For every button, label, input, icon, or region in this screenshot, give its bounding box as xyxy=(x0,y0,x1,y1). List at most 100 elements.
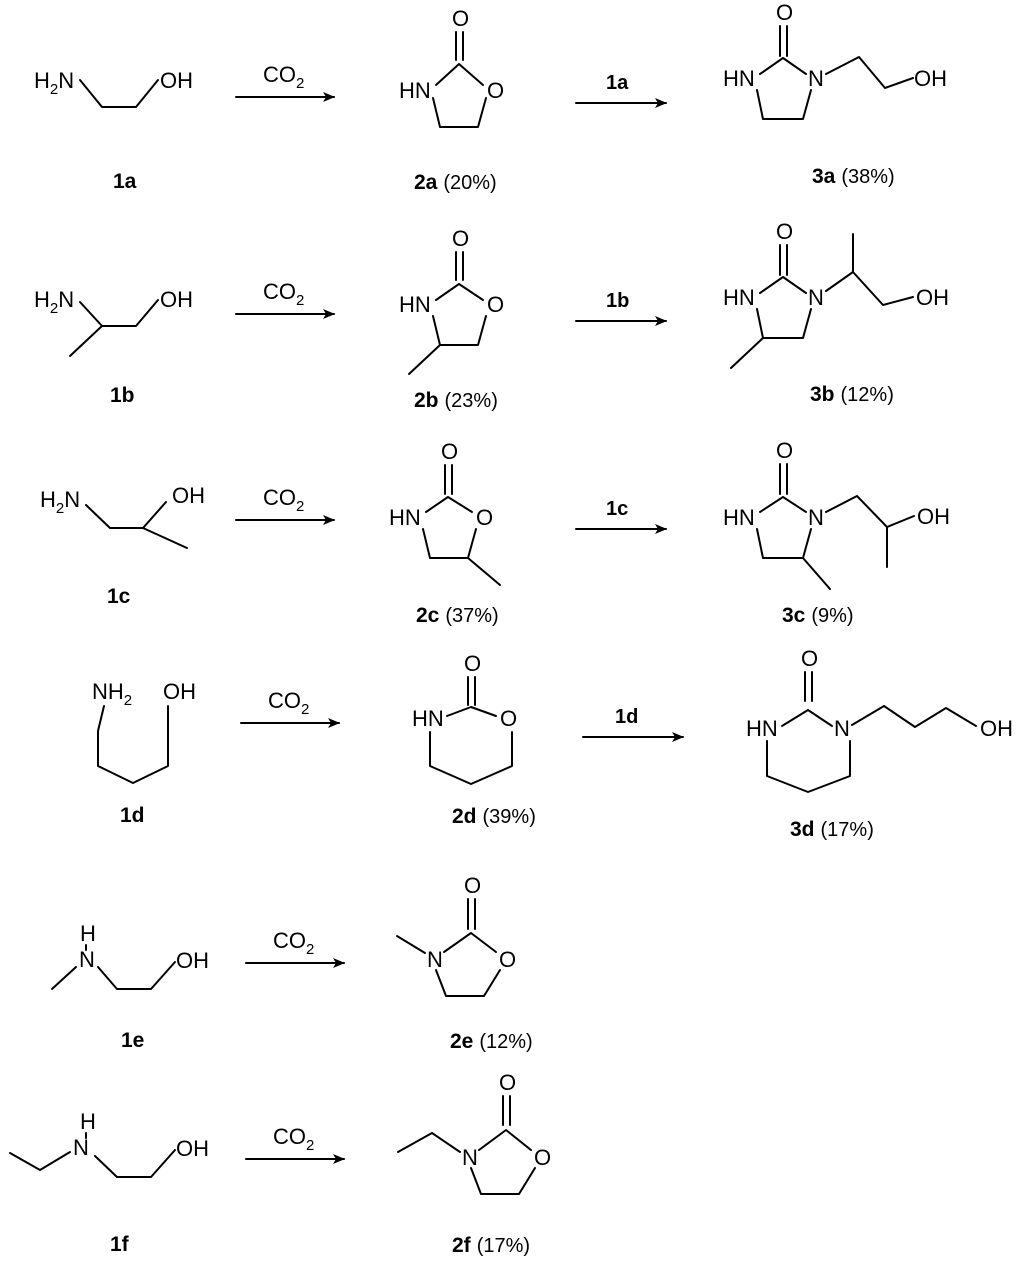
reaction-arrow-amine: 1d xyxy=(582,706,684,742)
compound-2c-structure: O HN O xyxy=(389,439,501,586)
compound-1d-structure: NH2 OH xyxy=(92,679,196,784)
reagent-co2: CO2 xyxy=(263,62,304,92)
reaction-arrow-co2: CO2 xyxy=(235,485,335,525)
svg-text:N: N xyxy=(808,505,824,530)
svg-text:OH: OH xyxy=(917,504,950,529)
svg-text:HN: HN xyxy=(389,505,421,530)
atom-o-ring: O xyxy=(487,78,504,103)
atom-o: O xyxy=(452,6,469,31)
compound-2e-structure: O N O xyxy=(396,873,516,997)
compound-1f-structure: H N OH xyxy=(9,1109,209,1178)
svg-text:HN: HN xyxy=(399,292,431,317)
compound-label-2f: 2f(17%) xyxy=(452,1234,530,1257)
svg-text:HN: HN xyxy=(723,505,755,530)
compound-1e-structure: H N OH xyxy=(51,921,209,990)
compound-label-2a: 2a(20%) xyxy=(414,171,497,194)
atom-oh: OH xyxy=(160,68,193,93)
svg-text:N: N xyxy=(79,947,95,972)
svg-text:N: N xyxy=(73,1135,89,1160)
compound-label-1a: 1a xyxy=(113,170,137,193)
reaction-arrow-co2: CO2 xyxy=(245,1124,345,1164)
svg-text:CO2: CO2 xyxy=(268,688,309,718)
compound-2f-structure: O N O xyxy=(397,1070,551,1195)
svg-text:CO2: CO2 xyxy=(263,279,304,309)
compound-3c-structure: O HN N OH xyxy=(723,438,950,590)
compound-label-1e: 1e xyxy=(121,1029,144,1052)
atom-hn: HN xyxy=(399,78,431,103)
compound-2d-structure: O HN O xyxy=(412,651,517,785)
svg-text:OH: OH xyxy=(163,679,196,704)
svg-text:H2N: H2N xyxy=(40,487,80,517)
svg-text:O: O xyxy=(500,706,517,731)
compound-label-2d: 2d(39%) xyxy=(452,805,536,828)
compound-label-1d: 1d xyxy=(120,804,145,827)
compound-1c-structure: H2N OH xyxy=(40,483,205,549)
compound-1b-structure: H2N OH xyxy=(34,287,193,357)
compound-2b-structure: O HN O xyxy=(399,226,504,375)
reaction-arrow-amine: 1a xyxy=(575,72,667,108)
bond-chain xyxy=(79,79,159,108)
svg-text:OH: OH xyxy=(176,1136,209,1161)
svg-text:H: H xyxy=(80,1109,96,1134)
svg-text:H2N: H2N xyxy=(34,287,74,317)
svg-text:1d: 1d xyxy=(615,706,638,728)
compound-1a-structure: H2N OH xyxy=(34,68,193,108)
svg-text:N: N xyxy=(462,1145,478,1170)
svg-text:HN: HN xyxy=(723,285,755,310)
compound-3a-structure: O HN N OH xyxy=(723,0,947,120)
compound-label-1f: 1f xyxy=(110,1233,130,1256)
svg-text:CO2: CO2 xyxy=(273,1124,314,1154)
svg-text:NH2: NH2 xyxy=(92,679,132,709)
svg-text:O: O xyxy=(464,873,481,898)
compound-label-2e: 2e(12%) xyxy=(450,1030,533,1053)
svg-text:N: N xyxy=(808,66,824,91)
reagent-label: 1a xyxy=(606,72,629,94)
compound-3b-structure: O HN N OH xyxy=(723,219,949,369)
svg-text:OH: OH xyxy=(914,66,947,91)
svg-text:O: O xyxy=(776,438,793,463)
svg-text:O: O xyxy=(776,0,793,25)
reaction-arrow-co2: CO2 xyxy=(245,928,345,968)
svg-text:OH: OH xyxy=(980,716,1013,741)
svg-text:O: O xyxy=(441,439,458,464)
svg-text:O: O xyxy=(476,505,493,530)
reaction-arrow-co2: CO2 xyxy=(240,688,340,728)
compound-2a-structure: O HN O xyxy=(399,6,504,128)
reaction-arrow-co2: CO2 xyxy=(235,62,335,102)
svg-text:N: N xyxy=(808,285,824,310)
reaction-arrow-co2: CO2 xyxy=(235,279,335,319)
svg-text:O: O xyxy=(452,226,469,251)
svg-text:HN: HN xyxy=(412,706,444,731)
atom-h2n: H2N xyxy=(34,68,74,98)
svg-text:OH: OH xyxy=(172,483,205,508)
svg-text:O: O xyxy=(499,947,516,972)
svg-text:HN: HN xyxy=(746,716,778,741)
compound-label-1b: 1b xyxy=(110,384,135,407)
svg-text:O: O xyxy=(534,1145,551,1170)
svg-text:1c: 1c xyxy=(606,498,628,520)
compound-label-3a: 3a(38%) xyxy=(812,165,895,188)
svg-text:O: O xyxy=(487,292,504,317)
svg-text:N: N xyxy=(834,716,850,741)
compound-3d-structure: O HN N OH xyxy=(746,646,1013,793)
svg-text:OH: OH xyxy=(176,948,209,973)
svg-text:N: N xyxy=(427,947,443,972)
compound-label-2b: 2b(23%) xyxy=(414,389,498,412)
compound-label-1c: 1c xyxy=(107,585,131,608)
compound-label-3b: 3b(12%) xyxy=(810,383,894,406)
compound-label-2c: 2c(37%) xyxy=(416,604,499,627)
svg-text:CO2: CO2 xyxy=(263,485,304,515)
svg-text:O: O xyxy=(464,651,481,676)
svg-text:OH: OH xyxy=(916,285,949,310)
compound-label-3c: 3c(9%) xyxy=(782,604,854,627)
svg-text:CO2: CO2 xyxy=(273,928,314,958)
reaction-arrow-amine: 1c xyxy=(575,498,667,534)
svg-text:O: O xyxy=(776,219,793,244)
svg-text:O: O xyxy=(801,646,818,671)
svg-text:1b: 1b xyxy=(606,290,629,312)
svg-text:OH: OH xyxy=(160,287,193,312)
svg-text:H: H xyxy=(80,921,96,946)
svg-text:O: O xyxy=(499,1070,516,1095)
svg-text:HN: HN xyxy=(723,66,755,91)
